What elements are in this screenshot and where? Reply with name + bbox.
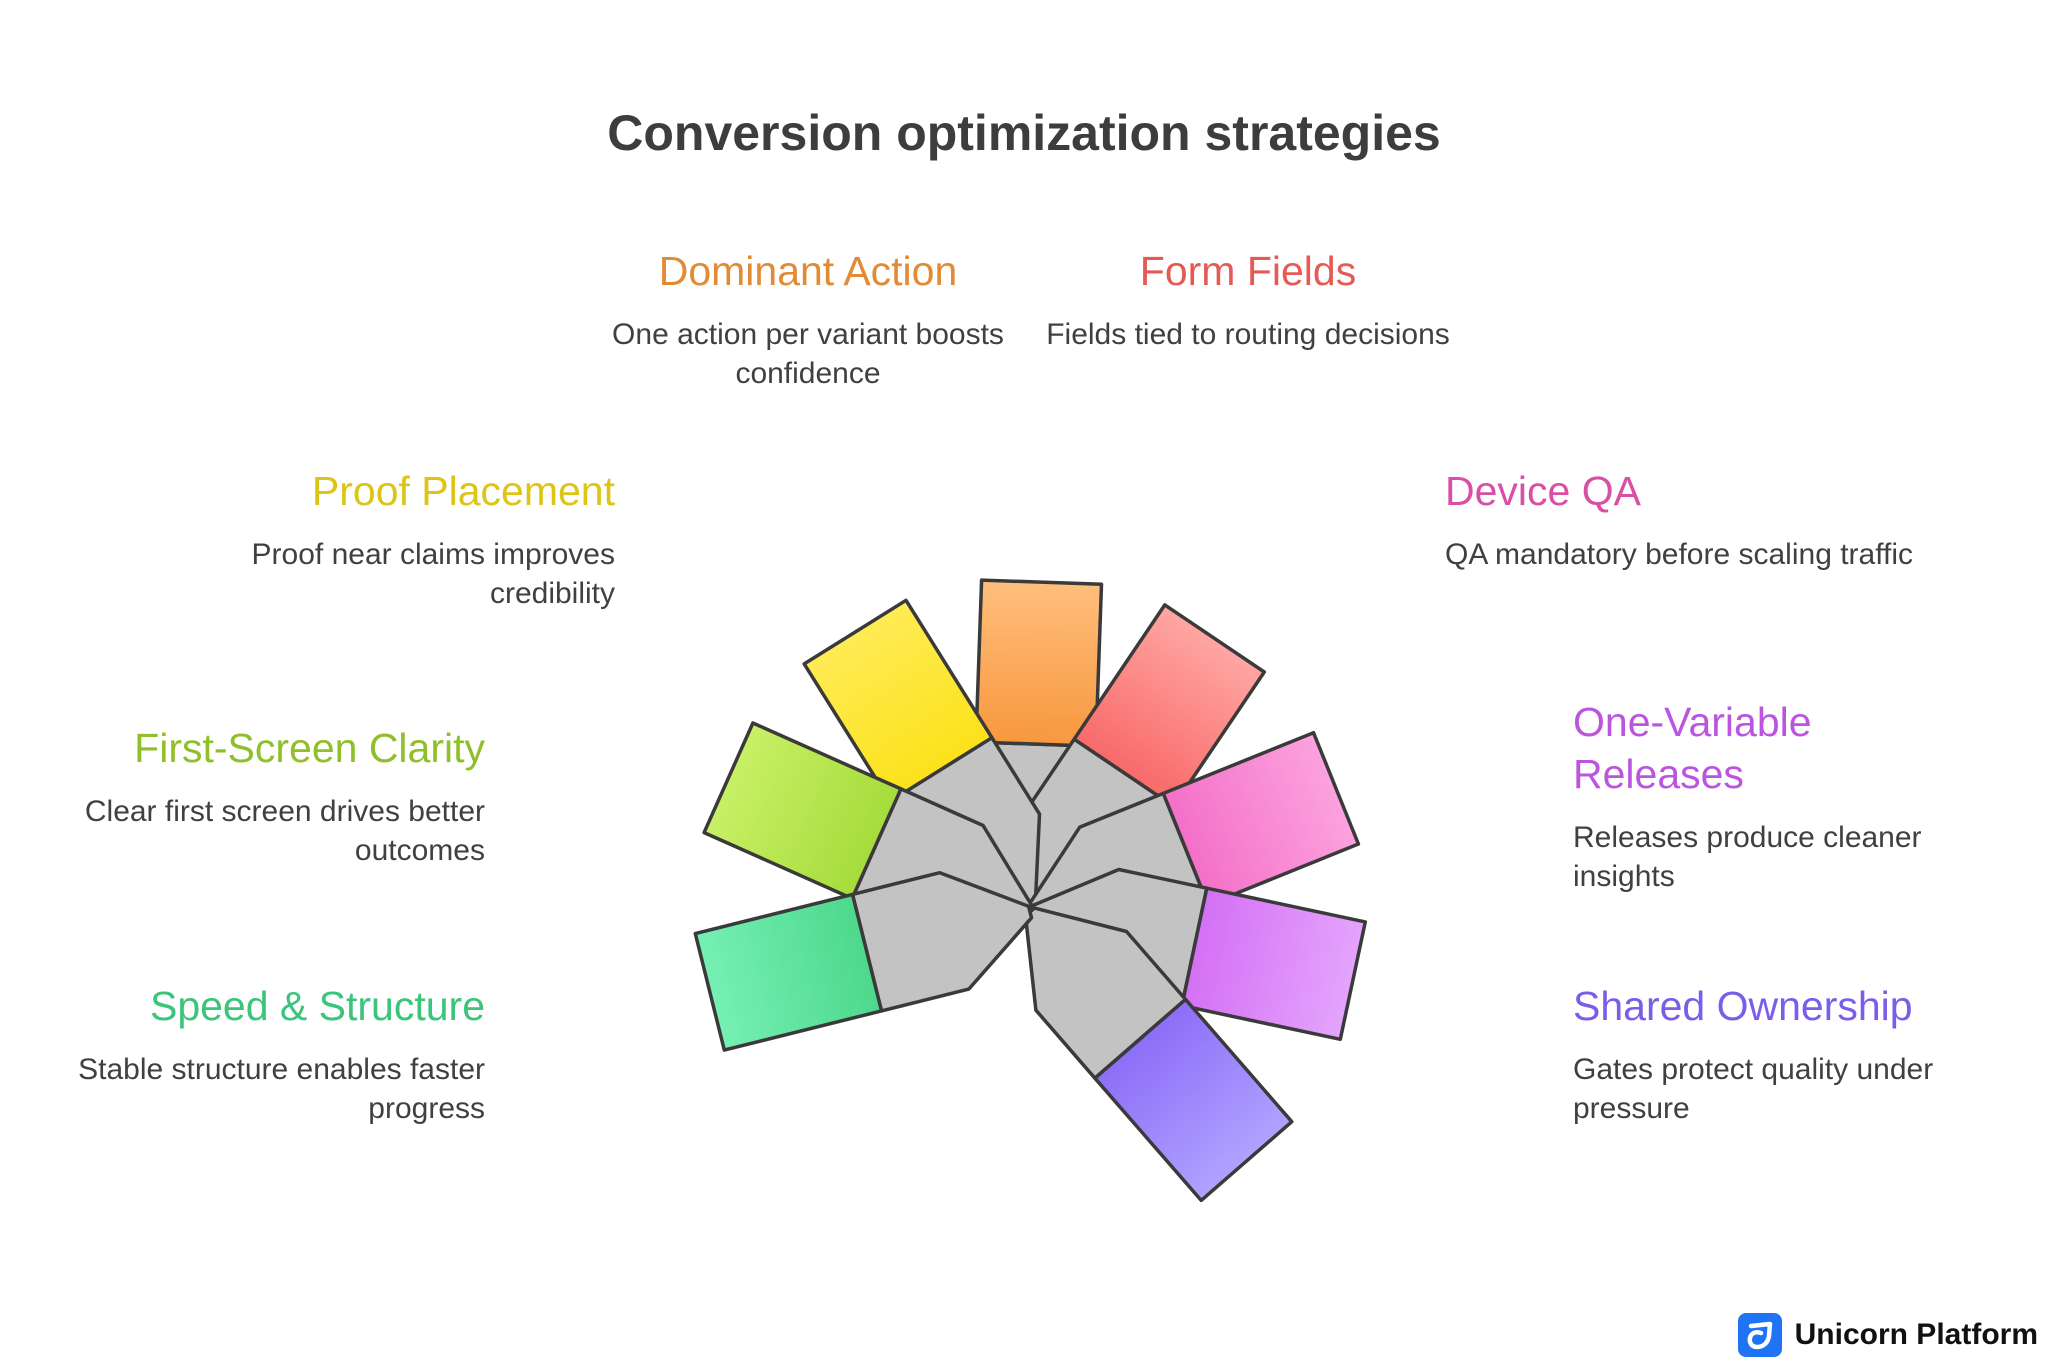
fan-bar-speed-structure [693,892,884,1052]
unicorn-platform-logo-icon [1737,1313,1782,1357]
item-title: One-Variable Releases [1573,699,1812,797]
item-title: Form Fields [1139,248,1357,294]
item-description: One action per variant boosts confidence [612,318,1004,390]
diagram-title: Conversion optimization strategies [607,105,1441,161]
item-title: Shared Ownership [1573,983,1913,1029]
item-description: Fields tied to routing decisions [1046,318,1450,351]
fan-bar-device-qa [1161,730,1361,907]
fan-bar-shared-ownership [1093,997,1294,1203]
item-title: Speed & Structure [149,983,485,1029]
brand-name: Unicorn Platform [1794,1318,2038,1351]
item-description: Releases produce cleaner insights [1573,821,1922,893]
fan-bar-form-fields [1072,603,1267,809]
item-title: First-Screen Clarity [134,725,485,771]
item-shared-ownership: Shared Ownership Gates protect quality u… [1573,980,1953,1128]
item-speed-structure: Speed & Structure Stable structure enabl… [15,980,485,1128]
item-proof-placement: Proof Placement Proof near claims improv… [145,465,615,613]
item-title: Dominant Action [658,248,958,294]
item-first-screen-clarity: First-Screen Clarity Clear first screen … [15,722,485,870]
item-dominant-action: Dominant Action One action per variant b… [573,245,1043,393]
fan-bar-proof-placement [802,598,994,804]
item-description: Stable structure enables faster progress [78,1053,485,1125]
item-description: QA mandatory before scaling traffic [1445,538,1914,571]
item-description: Gates protect quality under pressure [1573,1053,1934,1125]
item-device-qa: Device QA QA mandatory before scaling tr… [1445,465,1915,574]
item-description: Clear first screen drives better outcome… [84,795,485,867]
item-form-fields: Form Fields Fields tied to routing decis… [1013,245,1483,354]
item-title: Proof Placement [311,468,615,514]
item-title: Device QA [1445,468,1641,514]
fan-bar-first-screen-clarity [702,721,903,901]
item-description: Proof near claims improves credibility [251,538,615,610]
fan-bar-one-variable-releases [1180,886,1368,1042]
brand-watermark: Unicorn Platform [1737,1312,2038,1358]
fan-bar-dominant-action [974,578,1104,748]
item-one-variable-releases: One-Variable Releases Releases produce c… [1573,696,1922,896]
